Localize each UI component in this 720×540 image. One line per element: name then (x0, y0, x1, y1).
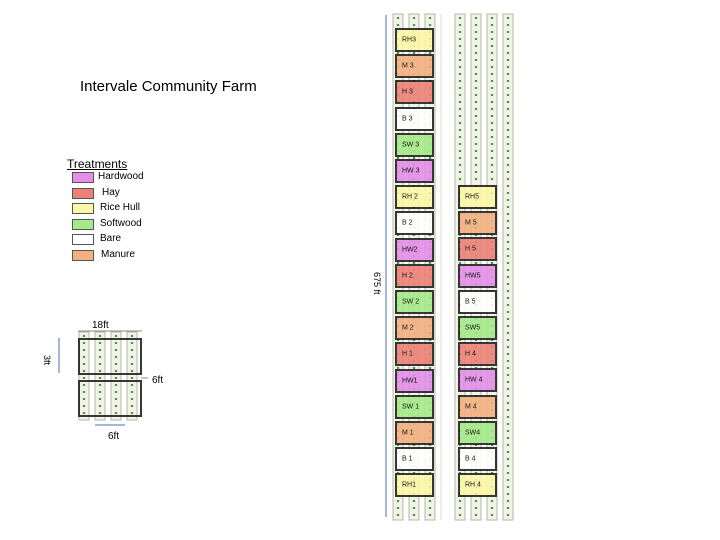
plot: H 5 (458, 237, 497, 262)
plot-label: B 4 (465, 455, 476, 463)
plot: B 2 (395, 211, 434, 236)
plot-label: H 5 (465, 245, 476, 253)
plot-label: B 1 (402, 455, 413, 463)
plot-label: SW 2 (402, 298, 420, 306)
plot-label: B 3 (402, 115, 413, 123)
plot: SW 3 (395, 132, 434, 157)
plot: H 1 (395, 342, 434, 367)
inset-bed-strip (126, 331, 138, 421)
plot: HW5 (458, 263, 497, 288)
plot-label: B 5 (465, 298, 476, 306)
plot-label: M 2 (402, 324, 414, 332)
page-title: Intervale Community Farm (80, 78, 257, 95)
plot-label: SW4 (465, 429, 481, 437)
plot: B 1 (395, 447, 434, 472)
plot-label: RH1 (402, 481, 417, 489)
plot-label: HW1 (402, 377, 418, 385)
legend-item-label: Hay (102, 186, 120, 198)
legend-swatch (72, 187, 94, 199)
plot: B 3 (395, 106, 434, 131)
plot-label: M 5 (465, 219, 477, 227)
plot-label: HW 3 (402, 167, 420, 175)
legend-swatch (72, 249, 94, 261)
plot-label: HW 4 (465, 376, 483, 384)
bed-strip (502, 13, 514, 521)
plot: RH 4 (458, 473, 497, 498)
legend-swatch (72, 203, 94, 214)
plot: H 3 (395, 80, 434, 105)
plot (78, 338, 142, 375)
plot: HW2 (395, 237, 434, 262)
plot: RH3 (395, 28, 434, 52)
legend-item-label: Manure (101, 248, 135, 260)
field-length-label: 675 ft (372, 272, 382, 295)
plot-label: H 1 (402, 350, 413, 358)
plot: H 4 (458, 342, 497, 367)
inset-rotated-label: 3ft (42, 355, 52, 366)
plot: RH5 (458, 185, 497, 209)
inset-bed-strip (110, 331, 122, 421)
inset-width-label: 18ft (92, 320, 109, 331)
legend-item-label: Softwood (100, 217, 142, 229)
plot: H 2 (395, 263, 434, 288)
plot: SW 1 (395, 394, 434, 419)
plot-label: SW 1 (402, 403, 420, 411)
plot (78, 380, 142, 417)
plot: B 5 (458, 289, 497, 314)
plot-label: SW5 (465, 324, 481, 332)
plot: M 2 (395, 316, 434, 341)
plot: RH1 (395, 473, 434, 498)
inset-bed-strip (78, 331, 90, 421)
plot: RH 2 (395, 185, 434, 210)
plot-label: SW 3 (402, 141, 420, 149)
inset-bottom-label: 6ft (108, 431, 120, 442)
plot-label: HW5 (465, 272, 481, 280)
plot: B 4 (458, 447, 497, 471)
plot: HW 4 (458, 368, 497, 393)
plot-label: RH3 (402, 36, 417, 44)
plot-label: M 1 (402, 429, 414, 437)
plot-label: RH 2 (402, 193, 418, 201)
plot-label: M 4 (465, 403, 477, 411)
plot-label: RH5 (465, 193, 480, 201)
plot: M 4 (458, 394, 497, 419)
legend-swatch (72, 218, 94, 230)
legend-item-label: Rice Hull (100, 202, 141, 213)
plot: M 3 (395, 54, 434, 79)
inset-side-label: 6ft (152, 375, 164, 386)
plot-label: RH 4 (465, 481, 481, 489)
plot: SW5 (458, 316, 497, 340)
plot-label: HW2 (402, 246, 418, 254)
plot: HW1 (395, 368, 434, 393)
plot-label: M 3 (402, 62, 414, 70)
plot-label: H 2 (402, 272, 413, 280)
legend-swatch (72, 234, 94, 245)
plot: M 5 (458, 211, 497, 236)
inset-bed-strip (94, 331, 106, 421)
plot-label: H 3 (402, 88, 413, 96)
legend-item-label: Hardwood (98, 171, 144, 182)
plot: SW4 (458, 420, 497, 445)
legend-swatch (72, 172, 94, 183)
plot: SW 2 (395, 290, 434, 314)
plot-label: H 4 (465, 350, 476, 358)
legend-item-label: Bare (100, 233, 122, 244)
legend-heading: Treatments (67, 157, 128, 171)
plot-label: B 2 (402, 219, 413, 227)
plot: M 1 (395, 421, 434, 445)
plot: HW 3 (395, 159, 434, 183)
